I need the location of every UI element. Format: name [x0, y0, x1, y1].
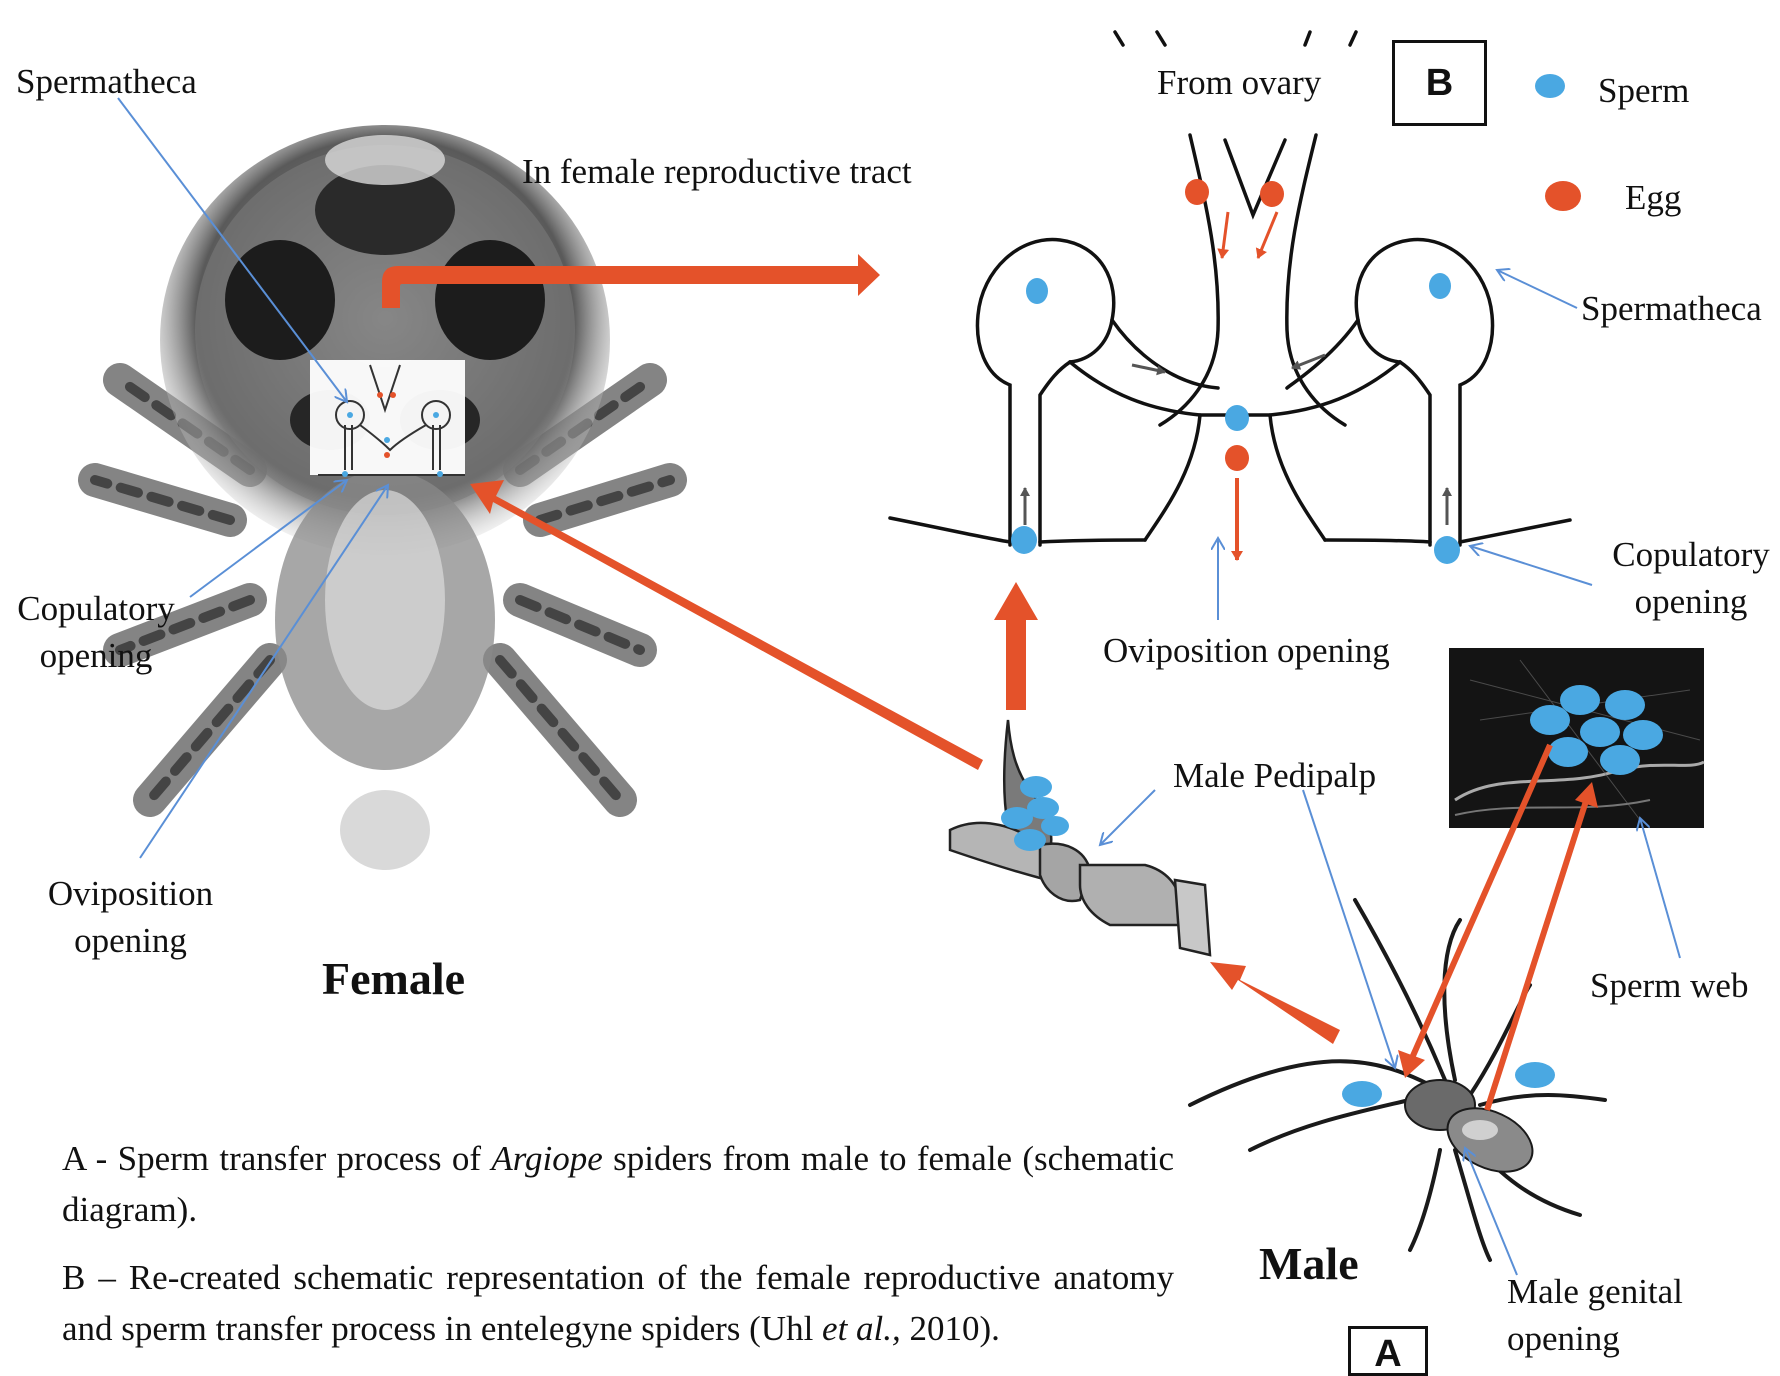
oviposition-opening-label-left: Oviposition opening [47, 874, 214, 960]
panel-a-label: A [1348, 1326, 1428, 1376]
caption-a: A - Sperm transfer process of Argiope sp… [62, 1139, 1174, 1229]
legend-sperm-marker [1535, 74, 1565, 98]
copulatory-opening-label-left: Copulatory opening [17, 589, 175, 675]
legend-sperm-label: Sperm [1598, 71, 1690, 110]
from-ovary-label: From ovary [1157, 63, 1322, 102]
sperm-dot [1434, 536, 1460, 564]
female-spider-image [78, 125, 687, 870]
oviposition-opening-label-center: Oviposition opening [1103, 631, 1390, 670]
spermatheca-label-left: Spermatheca [16, 62, 197, 101]
male-pedipalp-drawing [948, 719, 1212, 957]
mini-reproductive-schematic [318, 364, 465, 477]
schematic-cells [1011, 179, 1460, 564]
female-label: Female [322, 953, 466, 1004]
sperm-web-label: Sperm web [1590, 966, 1749, 1005]
transfer-arrows [382, 254, 1340, 1044]
sperm-dot [1026, 278, 1048, 304]
egg-dot [1225, 445, 1249, 471]
sperm-dot-male-right [1515, 1062, 1555, 1088]
caption-b: B – Re-created schematic representation … [62, 1258, 1174, 1348]
sperm-dot [1225, 405, 1249, 431]
egg-dot [1185, 179, 1209, 205]
male-genital-opening-label: Male genital opening [1507, 1272, 1683, 1358]
egg-dot [1260, 181, 1284, 207]
spermatheca-label-right: Spermatheca [1581, 289, 1762, 328]
sperm-web-image [1449, 648, 1705, 828]
female-tract-label: In female reproductive tract [522, 152, 912, 191]
label-pointers [117, 97, 1681, 1276]
legend-egg-label: Egg [1625, 178, 1682, 217]
sperm-dot-male-left [1342, 1081, 1382, 1107]
legend-egg-marker [1545, 181, 1581, 211]
sperm-dot [1429, 273, 1451, 299]
copulatory-opening-label-right: Copulatory opening [1612, 535, 1770, 621]
male-label: Male [1259, 1238, 1359, 1289]
schematic-flow-arrows [1020, 211, 1452, 561]
web-transfer-arrows [1398, 743, 1598, 1111]
male-pedipalp-label: Male Pedipalp [1173, 756, 1377, 795]
panel-b-label: B [1392, 40, 1487, 126]
sperm-dot [1011, 526, 1037, 554]
